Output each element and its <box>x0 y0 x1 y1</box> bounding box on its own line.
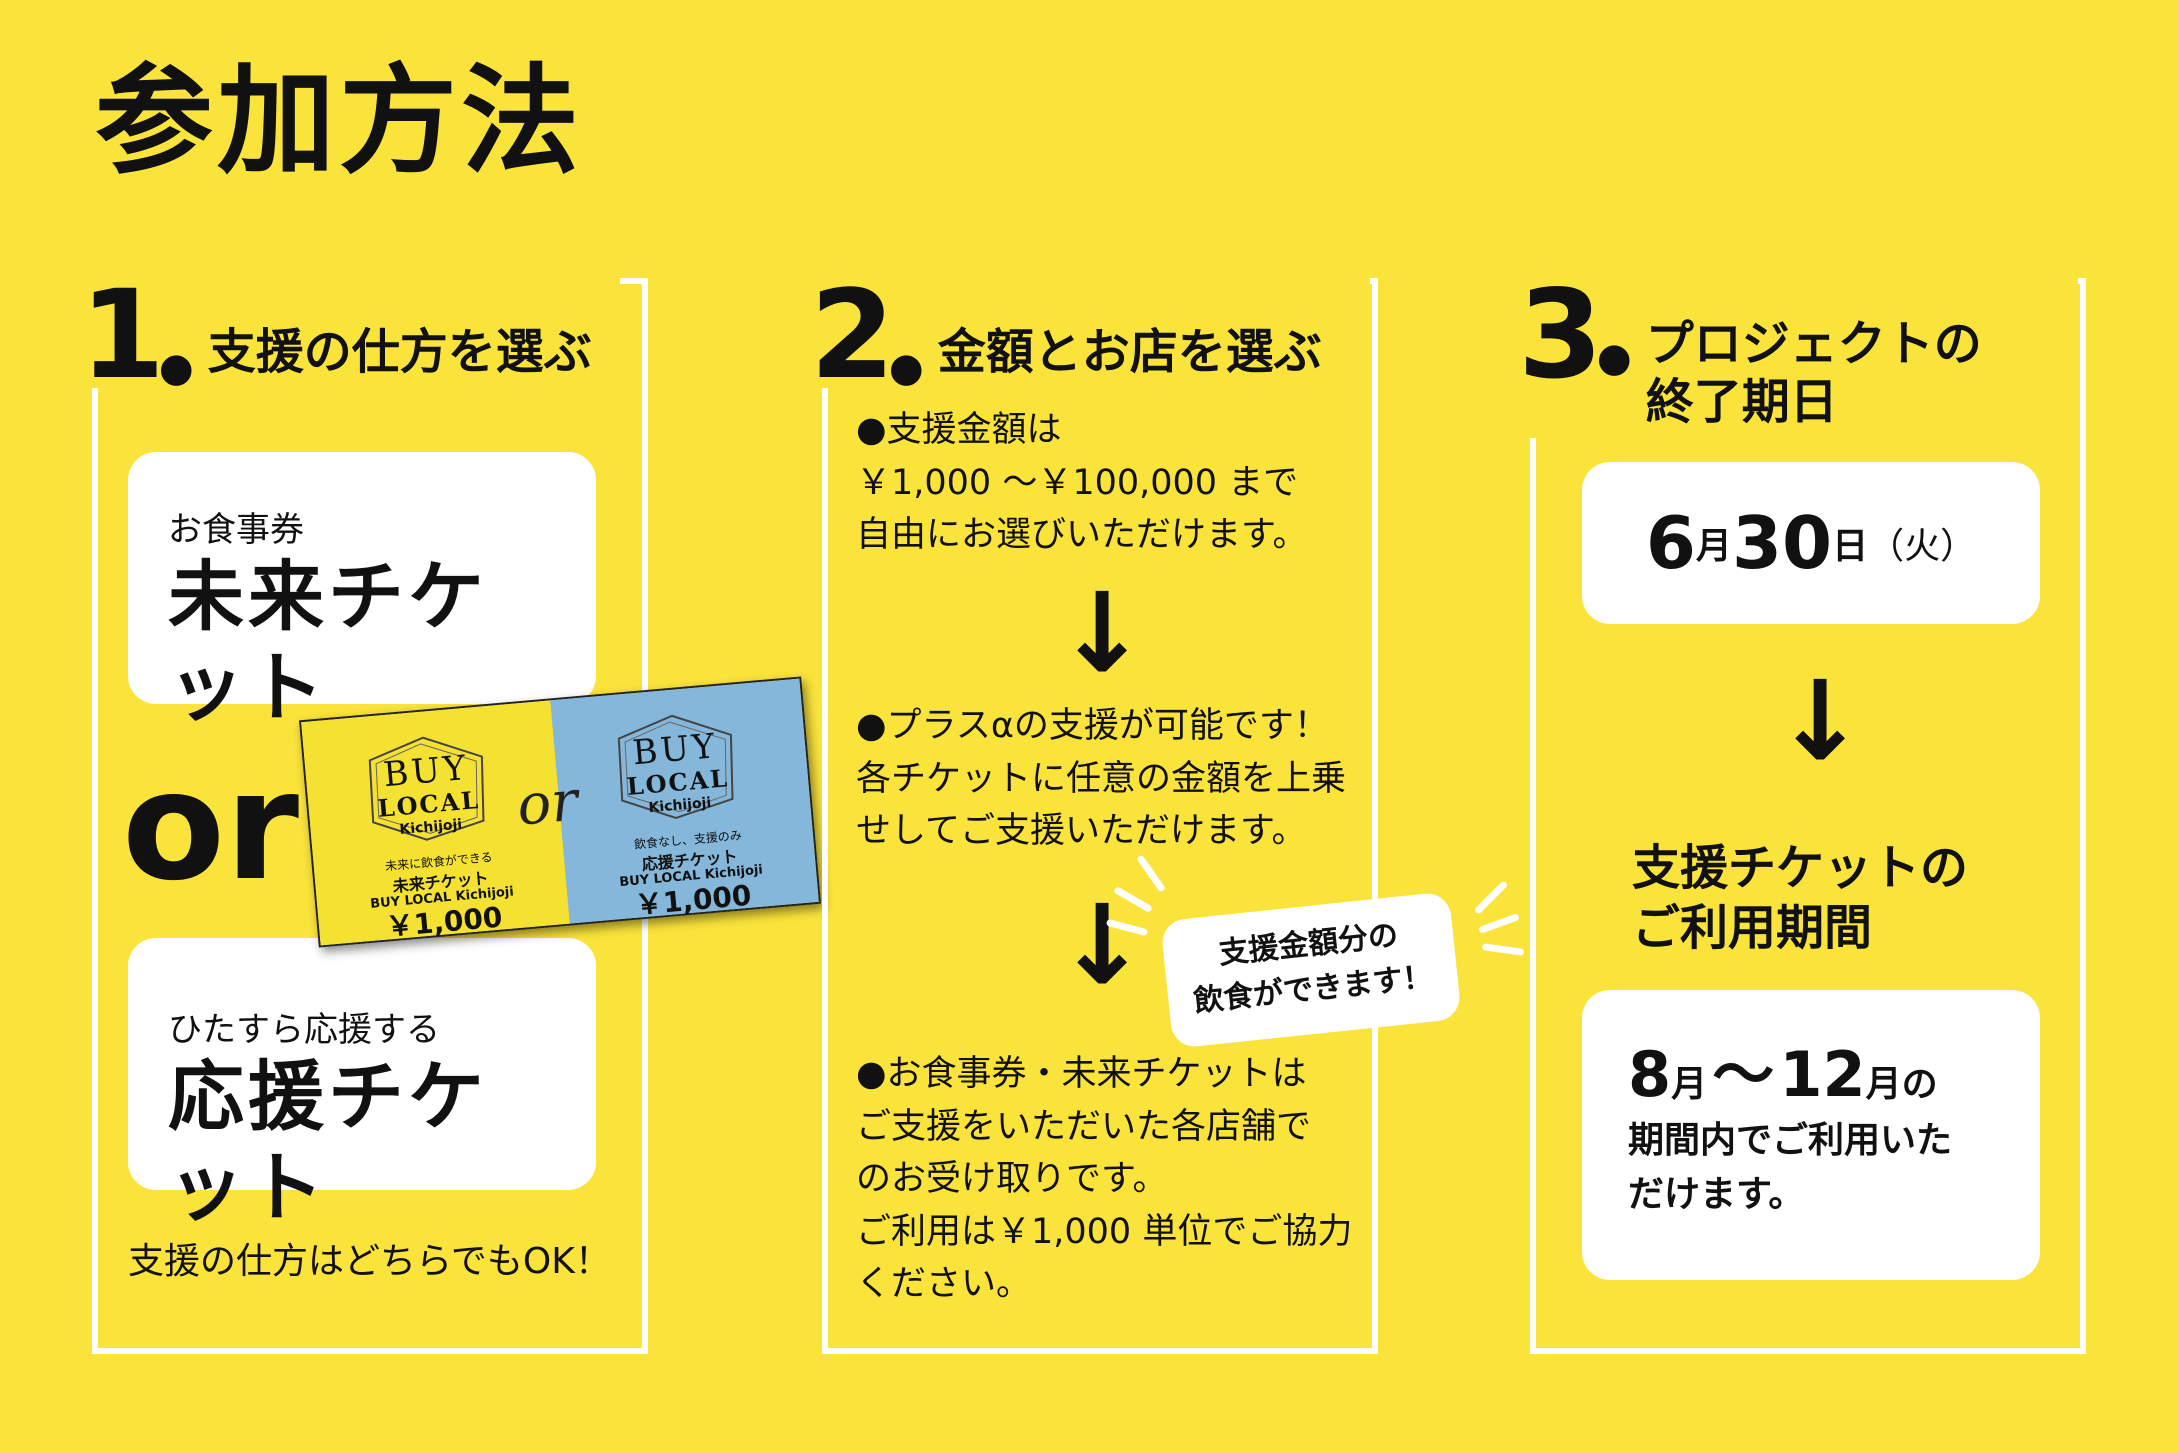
period-tilde: 〜 <box>1712 1038 1775 1111</box>
burst-ray <box>1478 913 1520 934</box>
ouen-ticket-card: ひたすら応援する 応援チケット <box>128 938 596 1232</box>
receipt-info-line: ください。 <box>856 1264 1032 1304</box>
mirai-ticket-title: 未来チケット <box>168 552 488 733</box>
amount-info-line: ￥1,000 〜￥100,000 まで <box>856 462 1299 503</box>
plus-alpha-line: 各チケットに任意の金額を上乗 <box>856 758 1347 799</box>
plus-alpha-line: ●プラスαの支援が可能です！ <box>856 706 1329 746</box>
end-date-card: 6 月 30 日 （火） <box>1582 462 2040 624</box>
buy-local-logo: BUY LOCAL Kichijoji <box>607 706 746 827</box>
page-title: 参加方法 <box>95 52 584 190</box>
or-label: or <box>122 740 300 914</box>
usage-period-line: 期間内でご利用いた <box>1628 1120 1953 1161</box>
period-from: 8 <box>1628 1038 1672 1111</box>
buy-local-logo: BUY LOCAL Kichijoji <box>358 728 497 849</box>
step1-header: 1 ● 支援の仕方を選ぶ <box>80 264 620 407</box>
step3-dot: ● <box>1596 335 1632 381</box>
step2-title: 金額とお店を選ぶ <box>937 324 1322 381</box>
usage-title-line: ご利用期間 <box>1632 900 1873 956</box>
receipt-info-line: ご支援をいただいた各店舗で <box>856 1106 1312 1147</box>
step1-number: 1 <box>80 264 165 407</box>
receipt-info-line: のお受け取りです。 <box>856 1159 1168 1199</box>
plus-alpha-line: せしてご支援いただけます。 <box>856 811 1307 851</box>
step1-title: 支援の仕方を選ぶ <box>207 324 592 381</box>
ticket-illustration: BUY LOCAL Kichijoji 未来に飲食ができる 未来チケット BUY… <box>299 676 821 948</box>
ticket-or-label: or <box>514 768 581 839</box>
down-arrow-icon: ↓ <box>1056 881 1149 1009</box>
receipt-info-line: ●お食事券・未来チケットは <box>856 1054 1307 1094</box>
end-weekday: （火） <box>1868 526 1977 567</box>
step2-number: 2 <box>810 264 895 407</box>
mirai-ticket-card: お食事券 未来チケット <box>128 452 596 732</box>
amount-info-line: 自由にお選びいただけます。 <box>856 515 1308 555</box>
receipt-info: ●お食事券・未来チケットは ご支援をいただいた各店舗で のお受け取りです。 ご利… <box>856 1048 1352 1311</box>
period-from-unit: 月 <box>1671 1064 1708 1105</box>
receipt-info-line: ご利用は￥1,000 単位でご協力 <box>856 1211 1353 1252</box>
step3-number: 3 <box>1518 264 1603 406</box>
down-arrow-icon: ↓ <box>1774 657 1867 785</box>
mirai-ticket-sub: お食事券 <box>168 510 304 550</box>
ouen-ticket-title: 応援チケット <box>168 1052 488 1233</box>
step1-dot: ● <box>158 345 194 391</box>
usage-period-card: 8月 〜 12月の 期間内でご利用いた だけます。 <box>1582 990 2040 1280</box>
burst-ray <box>1481 943 1525 956</box>
usage-period-range: 8月 〜 12月の <box>1628 1024 1994 1114</box>
end-month-unit: 月 <box>1695 526 1732 567</box>
plus-alpha-info: ●プラスαの支援が可能です！ 各チケットに任意の金額を上乗 せしてご支援いただけ… <box>856 700 1346 858</box>
step1-note: 支援の仕方はどちらでもOK！ <box>128 1241 611 1282</box>
end-month: 6 <box>1645 501 1696 585</box>
usage-period-title: 支援チケットの ご利用期間 <box>1632 838 1968 964</box>
step3-header: 3 ● プロジェクトの 終了期日 <box>1518 264 2078 438</box>
ouen-ticket-sub: ひたすら応援する <box>168 1010 440 1050</box>
step3-title-line: 終了期日 <box>1645 373 1838 430</box>
ouen-ticket-image: BUY LOCAL Kichijoji 飲食なし、支援のみ 応援チケット BUY… <box>550 678 819 924</box>
step3-title-line: プロジェクトの <box>1645 316 1982 372</box>
burst-ray <box>1473 880 1509 915</box>
amount-info-line: ●支援金額は <box>856 410 1062 450</box>
period-to: 12 <box>1779 1038 1866 1111</box>
usage-title-line: 支援チケットの <box>1632 840 1969 896</box>
end-day-unit: 日 <box>1832 526 1869 567</box>
period-to-unit: 月の <box>1865 1064 1938 1105</box>
step2-header: 2 ● 金額とお店を選ぶ <box>810 264 1370 407</box>
step3-title: プロジェクトの 終了期日 <box>1646 316 1982 437</box>
step2-dot: ● <box>888 345 924 391</box>
mirai-ticket-image: BUY LOCAL Kichijoji 未来に飲食ができる 未来チケット BUY… <box>301 700 570 946</box>
end-day: 30 <box>1731 501 1833 585</box>
down-arrow-icon: ↓ <box>1056 569 1149 697</box>
amount-info: ●支援金額は ￥1,000 〜￥100,000 まで 自由にお選びいただけます。 <box>856 404 1308 562</box>
usage-period-line: だけます。 <box>1628 1174 1805 1215</box>
